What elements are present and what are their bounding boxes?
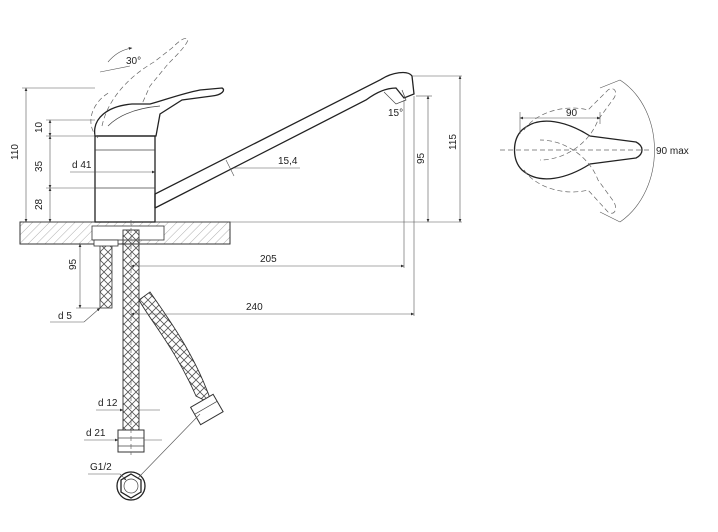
label-28: 28 bbox=[34, 198, 45, 210]
fitting-leader-line bbox=[137, 413, 201, 479]
label-g12: G1/2 bbox=[90, 462, 112, 473]
label-115: 115 bbox=[448, 134, 459, 150]
lever-top-view bbox=[513, 120, 643, 180]
swing-arc bbox=[619, 79, 655, 223]
label-205: 205 bbox=[260, 254, 277, 265]
side-view: 30° 15° 110 10 35 28 d 41 15,4 95 115 95… bbox=[10, 38, 462, 501]
label-35: 35 bbox=[34, 160, 45, 172]
label-d21: d 21 bbox=[86, 428, 106, 439]
angle-30-indicator bbox=[99, 47, 133, 73]
label-110: 110 bbox=[10, 144, 21, 160]
extension-lines bbox=[22, 75, 462, 316]
mounting-stud bbox=[93, 239, 119, 309]
label-d5: d 5 bbox=[58, 311, 72, 322]
faucet-body bbox=[94, 135, 156, 223]
label-d12: d 12 bbox=[98, 398, 118, 409]
lever-top-rotated-down bbox=[523, 139, 616, 214]
label-95-stud: 95 bbox=[68, 258, 79, 270]
label-angle-15: 15° bbox=[388, 108, 403, 119]
dimension-top-90 bbox=[519, 112, 601, 134]
dimension-95-stud bbox=[76, 243, 100, 309]
spout-diameter-dim bbox=[225, 159, 300, 177]
label-95-spout: 95 bbox=[416, 152, 427, 164]
label-top-90: 90 bbox=[566, 108, 578, 119]
lever-handle bbox=[94, 87, 225, 137]
label-spout-diameter: 15,4 bbox=[278, 156, 298, 167]
label-240: 240 bbox=[246, 302, 263, 313]
spout bbox=[154, 71, 415, 209]
top-view: 90 90 max bbox=[500, 79, 689, 223]
label-10: 10 bbox=[34, 121, 45, 133]
dimension-d5 bbox=[50, 307, 101, 323]
label-top-90-max: 90 max bbox=[656, 146, 689, 157]
label-angle-30: 30° bbox=[126, 56, 141, 67]
dimension-g12 bbox=[88, 473, 127, 481]
flex-hose-bent bbox=[138, 291, 224, 426]
label-d41: d 41 bbox=[72, 160, 92, 171]
lever-top-rotated-up bbox=[523, 88, 616, 161]
lever-raised-outline bbox=[90, 38, 189, 139]
hex-fitting-view bbox=[116, 471, 146, 501]
